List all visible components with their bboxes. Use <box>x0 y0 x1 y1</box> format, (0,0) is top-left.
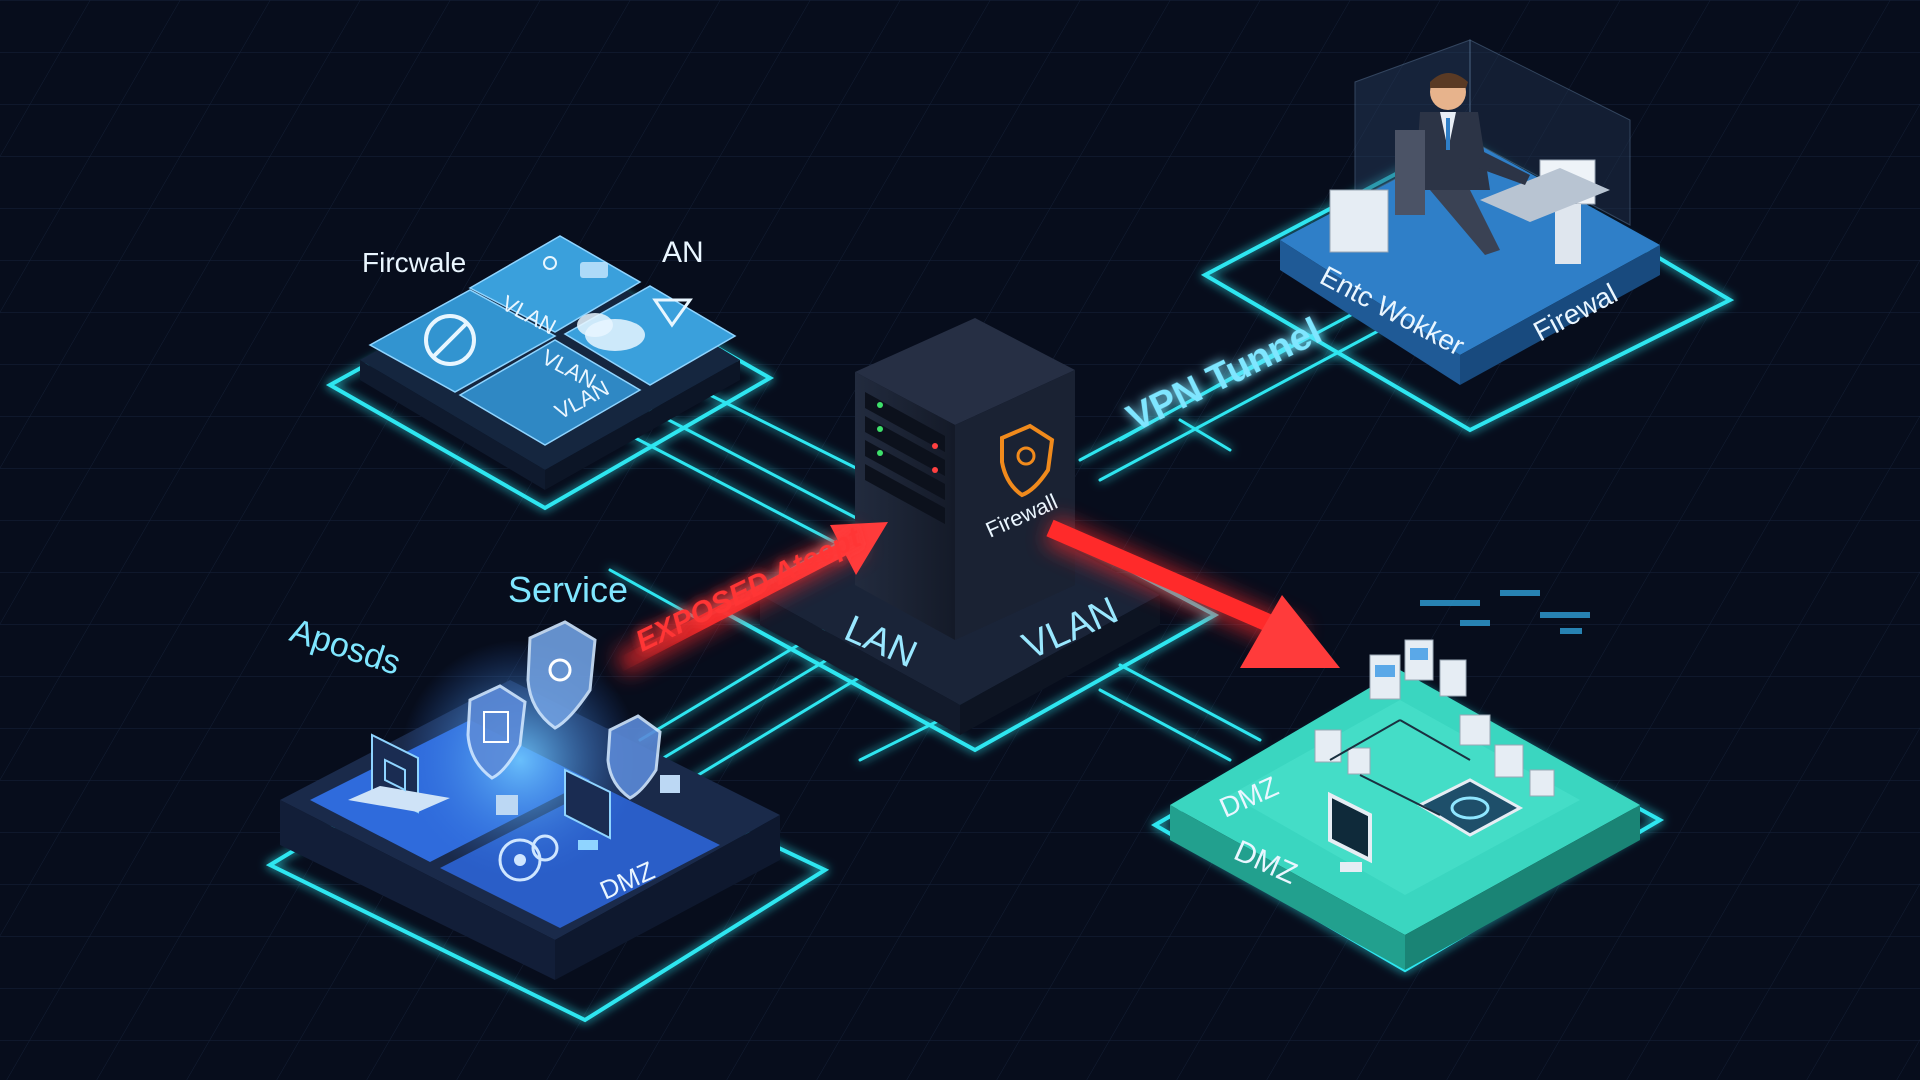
link-lan-zone-to-core-2 <box>618 428 842 547</box>
lan-tile-cloud <box>563 285 737 386</box>
worker-zone-base-front <box>1280 240 1460 385</box>
outgoing-threat-arrow-icon <box>1240 595 1340 668</box>
dmz-cables <box>1329 719 1471 816</box>
lan-tile-vlan-3 <box>458 339 642 446</box>
gear-icon <box>498 834 559 882</box>
monitor-icon <box>564 768 611 850</box>
worker-zone-base-right <box>1460 245 1660 385</box>
lan-gear-icon <box>543 256 557 270</box>
lan-zone-base-side <box>360 360 545 490</box>
dmz-zone-base-front <box>1170 805 1405 970</box>
dmz-zone-base-right <box>1405 805 1640 970</box>
link-lan-zone-to-core <box>638 403 862 522</box>
link-dmz-to-core-2 <box>1118 663 1262 742</box>
core-base-front <box>760 595 960 735</box>
lan-network-icon <box>580 262 608 278</box>
firewall-shield-icon <box>1000 423 1055 498</box>
document-shield-icon <box>466 684 527 780</box>
dmz-monitor-icon <box>1328 791 1372 872</box>
lan-no-entry-icon <box>424 314 476 366</box>
shield-icon <box>526 620 597 730</box>
tablet-shield-icon <box>606 714 662 800</box>
outgoing-threat-arrow <box>1046 519 1284 637</box>
lan-no-entry-icon-bar <box>431 321 469 359</box>
link-dmz-to-core <box>1098 688 1232 762</box>
lan-zone-base-side-r <box>545 360 740 490</box>
services-zone-base-front <box>280 800 555 980</box>
services-cube-2 <box>660 775 680 793</box>
dmz-lock-icon <box>1416 778 1524 837</box>
lan-tile-vlan-1 <box>468 235 642 333</box>
incoming-threat-arrow-icon <box>830 522 888 575</box>
lan-cloud-icon-2 <box>577 313 613 337</box>
service-label: Service <box>508 569 628 610</box>
incoming-threat-arrow <box>616 541 849 672</box>
lan-zone: Fircwale AN VLAN VLAN VLAN <box>325 235 775 511</box>
server-rack-top <box>855 318 1075 425</box>
laptop-icon <box>348 733 450 814</box>
worker-desk <box>1480 168 1610 222</box>
services-cube-1 <box>496 795 518 815</box>
services-zone-base-right <box>555 815 780 980</box>
lan-zone-firewall-label: Fircwale <box>362 247 466 278</box>
worker-monitor-stand <box>1555 204 1581 264</box>
link-outer-right <box>1178 418 1232 452</box>
worker-tower-pc <box>1329 189 1389 253</box>
link-lan-zone-to-core-3 <box>698 388 882 482</box>
core-base-right <box>960 595 1160 735</box>
services-spark <box>400 640 640 880</box>
lan-signal-icon <box>652 298 693 328</box>
worker-zone-glow-frame <box>1200 137 1735 433</box>
remote-worker-zone: Entc Wokker Firewal <box>1200 39 1735 433</box>
dmz-zone: DMZ DMZ <box>1151 590 1665 973</box>
link-services-to-core-3 <box>688 663 882 782</box>
link-worker-to-core-3 <box>1118 343 1292 442</box>
dmz-servers-icon <box>1314 639 1555 797</box>
server-rack-icon <box>865 392 945 524</box>
worker-person-icon <box>1395 73 1530 255</box>
lan-tile-shield <box>368 289 557 393</box>
data-stream-icon <box>1420 590 1590 634</box>
lan-zone-lan-label: AN <box>662 236 704 269</box>
link-worker-to-core <box>1098 328 1382 482</box>
